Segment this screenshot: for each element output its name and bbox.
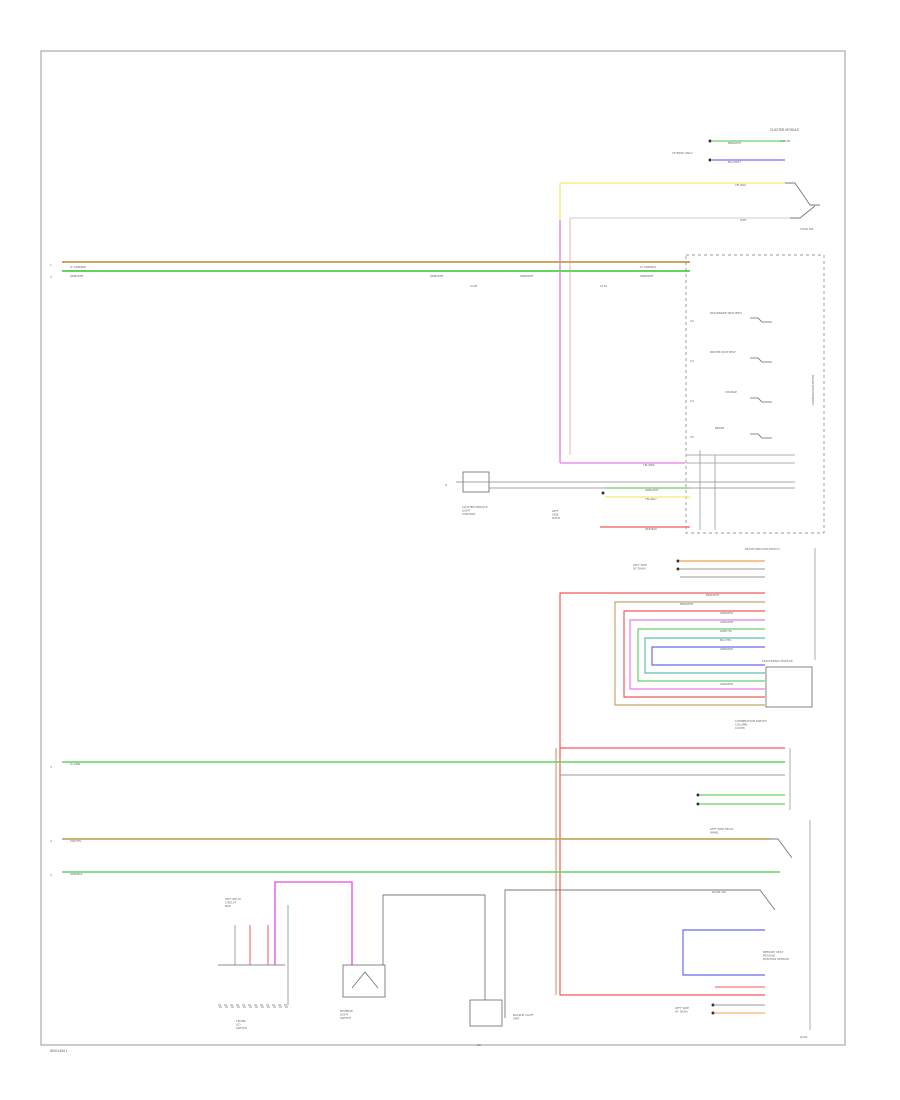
wire-label: GRN/WHT bbox=[645, 488, 659, 492]
relay-switch bbox=[770, 838, 793, 859]
bus1-label-b: LT GRN/BLK bbox=[640, 265, 656, 269]
wire-label: YEL/BLU bbox=[645, 497, 656, 501]
bus2-label-c: GRN/WHT bbox=[640, 274, 654, 278]
wire-label: BLU/YEL bbox=[720, 638, 732, 642]
wire-label: BRN/WHT bbox=[706, 593, 720, 597]
connector-dot bbox=[711, 1003, 715, 1007]
pin-label: C5 bbox=[690, 435, 694, 439]
cluster-module-pins: C D100 bbox=[780, 139, 791, 143]
tan-bus-label: TAN/YEL bbox=[69, 839, 82, 843]
wire-blue-loop bbox=[682, 929, 765, 976]
wire-gray bbox=[382, 894, 486, 1000]
lamp-symbol bbox=[750, 357, 772, 363]
connector-dot bbox=[708, 158, 712, 162]
green-bus-2-label: GRN/BLK bbox=[70, 872, 83, 876]
bus2-label: GRN/WHT bbox=[70, 274, 84, 278]
page-mark-4: 4 bbox=[50, 839, 52, 843]
output-label: YEL/PNK bbox=[643, 463, 655, 467]
lamp-symbol bbox=[750, 317, 772, 323]
door-switch bbox=[504, 889, 776, 1018]
wire-label: BRN/WHT bbox=[680, 602, 694, 606]
connector-dot bbox=[676, 559, 680, 563]
wire-label: YEL/BLK bbox=[735, 183, 746, 187]
wire-tan-fan bbox=[614, 601, 765, 706]
bus1-label: LT GRN/BLK bbox=[70, 265, 86, 269]
pin-label: C4 bbox=[690, 399, 694, 403]
electronic-module-box bbox=[765, 666, 813, 708]
electronic-module-title: ELECTRONIC MODULE bbox=[762, 659, 793, 663]
page-mark-5: 5 bbox=[50, 873, 52, 877]
wire-teal-fan bbox=[644, 637, 765, 674]
wire-label: GRN/RED bbox=[720, 611, 733, 615]
combination-meter-box bbox=[685, 254, 825, 534]
lamp-symbol bbox=[750, 433, 772, 439]
ground-label: G1 bbox=[477, 1043, 481, 1047]
reverse-light-switch bbox=[342, 964, 386, 998]
connector-c101: C101 bbox=[600, 284, 608, 288]
bus2-label-b: GRN/WHT bbox=[520, 274, 534, 278]
connector-dot bbox=[696, 802, 700, 806]
indicator-charge: CHARGE bbox=[725, 390, 737, 394]
pin-label: C3 bbox=[690, 359, 694, 363]
connector-dot bbox=[708, 139, 712, 143]
trunk-lid-switch-box bbox=[217, 1004, 289, 1008]
page-mark-3: 3 bbox=[50, 765, 52, 769]
wire-label: GRN/YEL bbox=[720, 629, 733, 633]
connector-dot bbox=[696, 793, 700, 797]
indicator-driver-belt: DRIVER SEAT BELT bbox=[710, 350, 736, 354]
pin-label: C2 bbox=[690, 319, 694, 323]
connector-dot bbox=[601, 491, 605, 495]
door-switch-label: DOOR SW bbox=[712, 890, 726, 894]
indicator-passenger-belt: PASSENGER SEAT BELT bbox=[710, 311, 742, 315]
wire-label: GRN/RED bbox=[720, 682, 733, 686]
switch-contact bbox=[790, 205, 816, 219]
wire-label: RED/BLU bbox=[645, 527, 657, 531]
cluster-module-header: CLUSTER MODULE bbox=[770, 128, 799, 132]
wire-pink-fan bbox=[629, 619, 765, 690]
wire-label: BLU/WHT bbox=[728, 160, 741, 164]
connector-dot bbox=[676, 567, 680, 571]
wire-red-fan-2 bbox=[623, 610, 765, 698]
tour-switch-label: TOUR SW bbox=[799, 227, 814, 231]
backup-light-unit bbox=[469, 999, 503, 1027]
hybrid-label: (HYBRID ONLY) bbox=[672, 151, 693, 155]
wire-red-fan bbox=[559, 592, 765, 996]
wire-blue-fan bbox=[651, 646, 765, 666]
pos-label: G101 bbox=[800, 1035, 808, 1039]
wire-magenta bbox=[274, 881, 353, 965]
reverse-switch-contact bbox=[351, 971, 379, 989]
figure-code: W2014001 bbox=[50, 1049, 67, 1053]
lamp-symbol bbox=[750, 397, 772, 403]
diagram-frame bbox=[40, 50, 846, 1046]
page-mark-1: 1 bbox=[50, 263, 52, 267]
switch-contact bbox=[785, 182, 820, 206]
wire-green-fan bbox=[637, 628, 765, 682]
indicator-brake: BRAKE bbox=[715, 426, 724, 430]
wire-label: BRN/WHT bbox=[728, 141, 742, 145]
combination-meter-title: COMBINATION METER bbox=[811, 375, 815, 405]
ground-mark: G bbox=[445, 483, 447, 487]
connector-c100: C100 bbox=[470, 284, 478, 288]
connector-dot bbox=[711, 1011, 715, 1015]
bus2-label-a: GRN/WHT bbox=[430, 274, 444, 278]
green-bus-label: LT GRN bbox=[70, 762, 80, 766]
multifunction-switch-title: MULTIFUNCTION SWITCH bbox=[745, 547, 780, 551]
wire-label: GRN/WHT bbox=[720, 620, 734, 624]
page-mark-2: 2 bbox=[50, 275, 52, 279]
wire-label: WHT bbox=[740, 218, 747, 222]
wire-label: GRN/RED bbox=[720, 647, 733, 651]
